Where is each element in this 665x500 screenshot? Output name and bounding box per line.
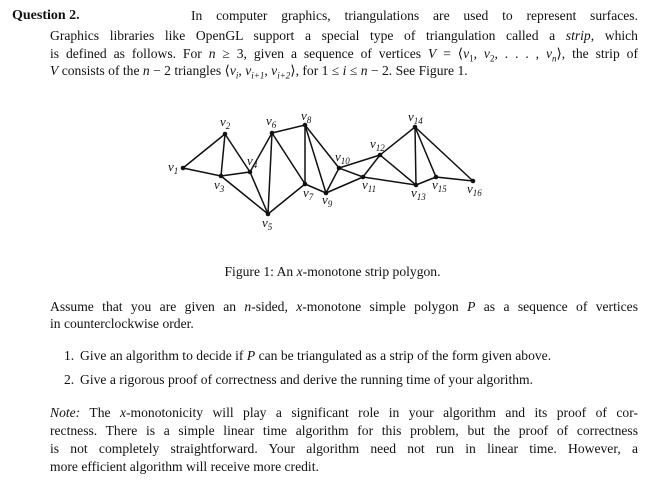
intro-line-1: In computer graphics, triangulations are… [191, 8, 638, 23]
svg-text:v8: v8 [301, 108, 312, 125]
task-number: 2. [64, 372, 75, 387]
vertex-labels: v1 v2 v3 v4 v5 v6 v7 v8 v9 v10 v11 v12 v… [168, 108, 482, 232]
svg-text:v9: v9 [322, 192, 333, 209]
task-item-1: 1.Give an algorithm to decide if P can b… [64, 348, 552, 363]
note-line-2: rectness. There is a simple linear time … [50, 423, 638, 438]
strip-figure: v1 v2 v3 v4 v5 v6 v7 v8 v9 v10 v11 v12 v… [168, 108, 482, 232]
figure-caption: Figure 1: An x-monotone strip polygon. [224, 264, 441, 279]
svg-text:v7: v7 [303, 185, 314, 202]
intro-line-3: is defined as follows. For n ≥ 3, given … [50, 46, 638, 64]
note-line-4: more efficient algorithm will receive mo… [50, 459, 319, 474]
svg-text:v5: v5 [262, 215, 273, 232]
svg-text:v15: v15 [432, 177, 447, 194]
task-text: Give a rigorous proof of correctness and… [80, 372, 533, 387]
note-label: Note: [50, 405, 81, 420]
svg-text:v12: v12 [370, 136, 385, 153]
intro-line-4: V consists of the n − 2 triangles ⟨vi, v… [50, 63, 468, 81]
note-line-1: Note: The x-monotonicity will play a sig… [50, 405, 639, 420]
svg-text:v6: v6 [266, 113, 277, 130]
svg-text:v14: v14 [408, 109, 423, 126]
svg-text:v16: v16 [467, 181, 482, 198]
svg-text:v2: v2 [220, 114, 231, 131]
svg-text:v13: v13 [411, 185, 426, 202]
svg-text:v4: v4 [247, 153, 258, 170]
svg-text:v3: v3 [214, 177, 225, 194]
question-title: Question 2. [12, 8, 80, 23]
svg-text:v1: v1 [168, 159, 178, 176]
task-number: 1. [64, 348, 75, 363]
assumption-line-2: in counterclockwise order. [50, 316, 194, 331]
vertex-points [180, 122, 476, 217]
svg-text:v11: v11 [362, 177, 376, 194]
triangle-edges [182, 124, 474, 215]
assumption-line-1: Assume that you are given an n-sided, x-… [50, 299, 638, 314]
task-item-2: 2. Give a rigorous proof of correctness a… [64, 372, 533, 388]
note-line-3: is not completely straightforward. Your … [50, 441, 638, 456]
intro-line-2: Graphics libraries like OpenGL support a… [50, 28, 638, 43]
svg-text:v10: v10 [335, 149, 350, 166]
